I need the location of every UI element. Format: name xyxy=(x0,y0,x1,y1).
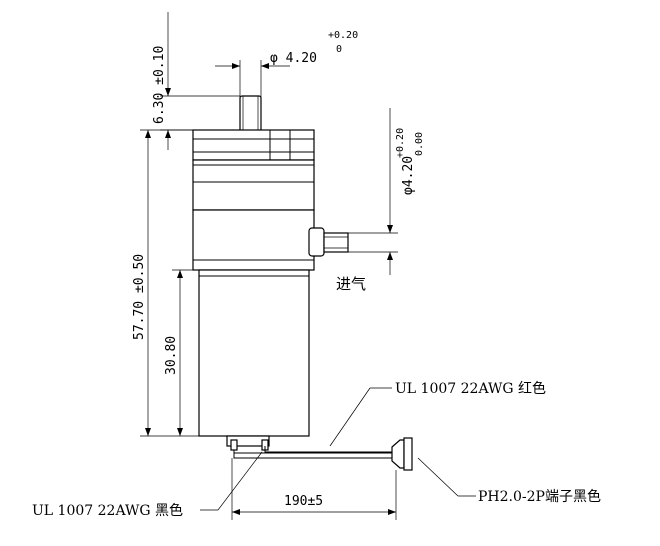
inlet-nozzle xyxy=(323,232,349,253)
ph-connector xyxy=(391,439,405,469)
inlet-diameter-label: φ4.20 xyxy=(401,156,416,195)
black-wire-leader xyxy=(217,451,263,511)
wires xyxy=(233,437,413,471)
valve-body xyxy=(192,209,315,271)
black-wire xyxy=(233,450,392,459)
dimension-lines xyxy=(140,12,476,520)
total-height-label: 57.70 ±0.50 xyxy=(132,254,147,340)
ph-connector-head xyxy=(403,437,413,471)
top-diameter-tol-lower: 0 xyxy=(336,44,342,55)
nozzle-height-label: 6.30 ±0.10 xyxy=(152,46,167,124)
top-diameter-tol-upper: +0.20 xyxy=(328,30,358,41)
top-diameter-label: φ 4.20 xyxy=(270,51,317,66)
inlet-diameter-tol-upper: +0.20 xyxy=(395,128,406,158)
diaphragm-housing xyxy=(192,159,315,211)
pump-body xyxy=(192,95,349,451)
connector-leader xyxy=(417,457,459,497)
inlet-label: 进气 xyxy=(336,275,366,293)
wire-length-label: 190±5 xyxy=(284,494,323,509)
red-wire xyxy=(264,446,392,453)
inlet-diameter-tol-lower: 0.00 xyxy=(414,132,425,156)
connector-label: PH2.0-2P端子黑色 xyxy=(478,488,601,505)
callout-text: 进气 UL 1007 22AWG 红色 UL 1007 22AWG 黑色 PH2… xyxy=(32,275,601,519)
motor-terminals xyxy=(226,435,270,447)
inlet-port xyxy=(308,227,325,257)
pump-head-cap xyxy=(192,129,315,161)
dimension-text: φ 4.20 +0.20 0 6.30 ±0.10 φ4.20 +0.20 0.… xyxy=(132,30,425,509)
red-wire-label: UL 1007 22AWG 红色 xyxy=(395,380,546,397)
motor-can xyxy=(198,269,310,437)
black-wire-label: UL 1007 22AWG 黑色 xyxy=(32,502,183,519)
motor-height-label: 30.80 xyxy=(164,336,179,375)
red-wire-leader xyxy=(329,387,371,447)
